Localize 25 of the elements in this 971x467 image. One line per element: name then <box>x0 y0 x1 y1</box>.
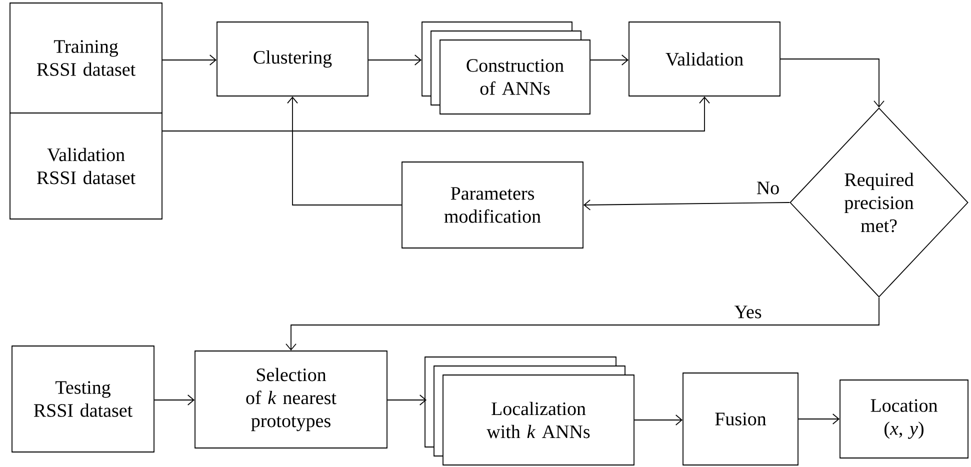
stacked-process-box: Localization with k ANNs <box>424 356 634 466</box>
process-box: Fusion <box>682 372 798 466</box>
arrow <box>583 199 790 210</box>
arrow <box>162 54 217 66</box>
process-box: Parameters modification <box>402 162 584 248</box>
arrow <box>387 394 427 406</box>
edge-label: Yes <box>733 304 763 320</box>
arrow <box>162 96 710 132</box>
edge-label: No <box>755 180 781 196</box>
arrow <box>780 58 884 108</box>
arrow <box>287 96 402 206</box>
arrow <box>798 414 840 424</box>
process-box: Training RSSI dataset <box>10 2 162 114</box>
arrow <box>634 414 683 426</box>
process-box: Validation RSSI dataset <box>10 112 162 220</box>
process-box: Location (x, y) <box>840 380 968 458</box>
process-box: Validation <box>628 22 780 96</box>
arrow <box>368 54 422 66</box>
process-box: Selection of k nearest prototypes <box>194 350 388 448</box>
stacked-process-box: Construction of ANNs <box>422 22 590 114</box>
arrow <box>286 297 880 351</box>
arrow <box>590 54 629 66</box>
process-box: Testing RSSI dataset <box>12 346 154 452</box>
arrow <box>154 394 195 406</box>
process-box: Clustering <box>216 22 368 96</box>
